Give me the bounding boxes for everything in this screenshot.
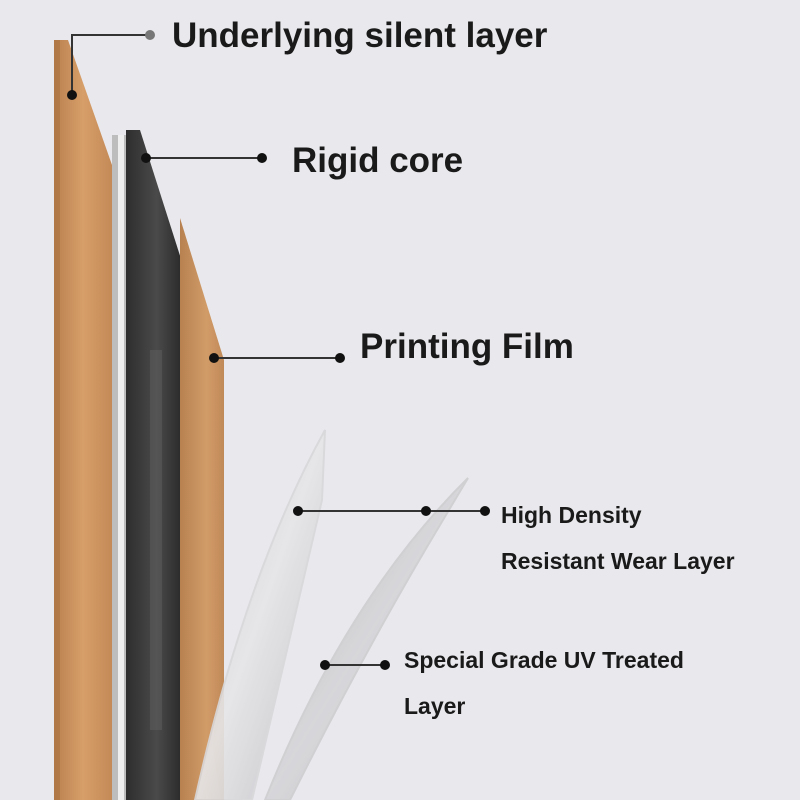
callout-dot-uv-layer-start: [320, 660, 330, 670]
label-uv-layer-line1: Special Grade UV Treated: [404, 647, 684, 673]
callout-dot-printing-film-end: [335, 353, 345, 363]
backing-sheet-highlight: [118, 135, 124, 800]
label-wear-layer-line1: High Density: [501, 502, 642, 528]
uv-layer-shape: [263, 477, 469, 800]
label-uv-layer-line2: Layer: [404, 693, 466, 719]
label-uv-layer: Special Grade UV Treated Layer: [404, 637, 684, 729]
underlying-layer-edge: [54, 40, 60, 800]
label-wear-layer-line2: Resistant Wear Layer: [501, 548, 735, 574]
callout-dot-underlying-start: [67, 90, 77, 100]
label-rigid-core: Rigid core: [292, 141, 464, 180]
rigid-core-shape: [126, 130, 182, 800]
label-wear-layer: High Density Resistant Wear Layer: [501, 492, 735, 584]
callout-line-underlying: [71, 34, 150, 95]
rigid-core-sheen: [150, 350, 162, 730]
callout-dot-rigid-core-end: [257, 153, 267, 163]
callout-dot-uv-layer-end: [380, 660, 390, 670]
label-underlying-silent-layer: Underlying silent layer: [172, 16, 548, 55]
callout-dot-wear-layer-end: [480, 506, 490, 516]
label-printing-film: Printing Film: [360, 327, 574, 366]
callout-dot-printing-film-start: [209, 353, 219, 363]
callout-dot-rigid-core-start: [141, 153, 151, 163]
callout-dot-wear-layer-start: [293, 506, 303, 516]
wear-layer-shape: [193, 429, 326, 800]
printing-film-shape: [180, 218, 224, 800]
underlying-layer-shape: [54, 40, 112, 800]
callout-dot-wear-layer-mid: [421, 506, 431, 516]
callout-dot-underlying-end: [145, 30, 155, 40]
